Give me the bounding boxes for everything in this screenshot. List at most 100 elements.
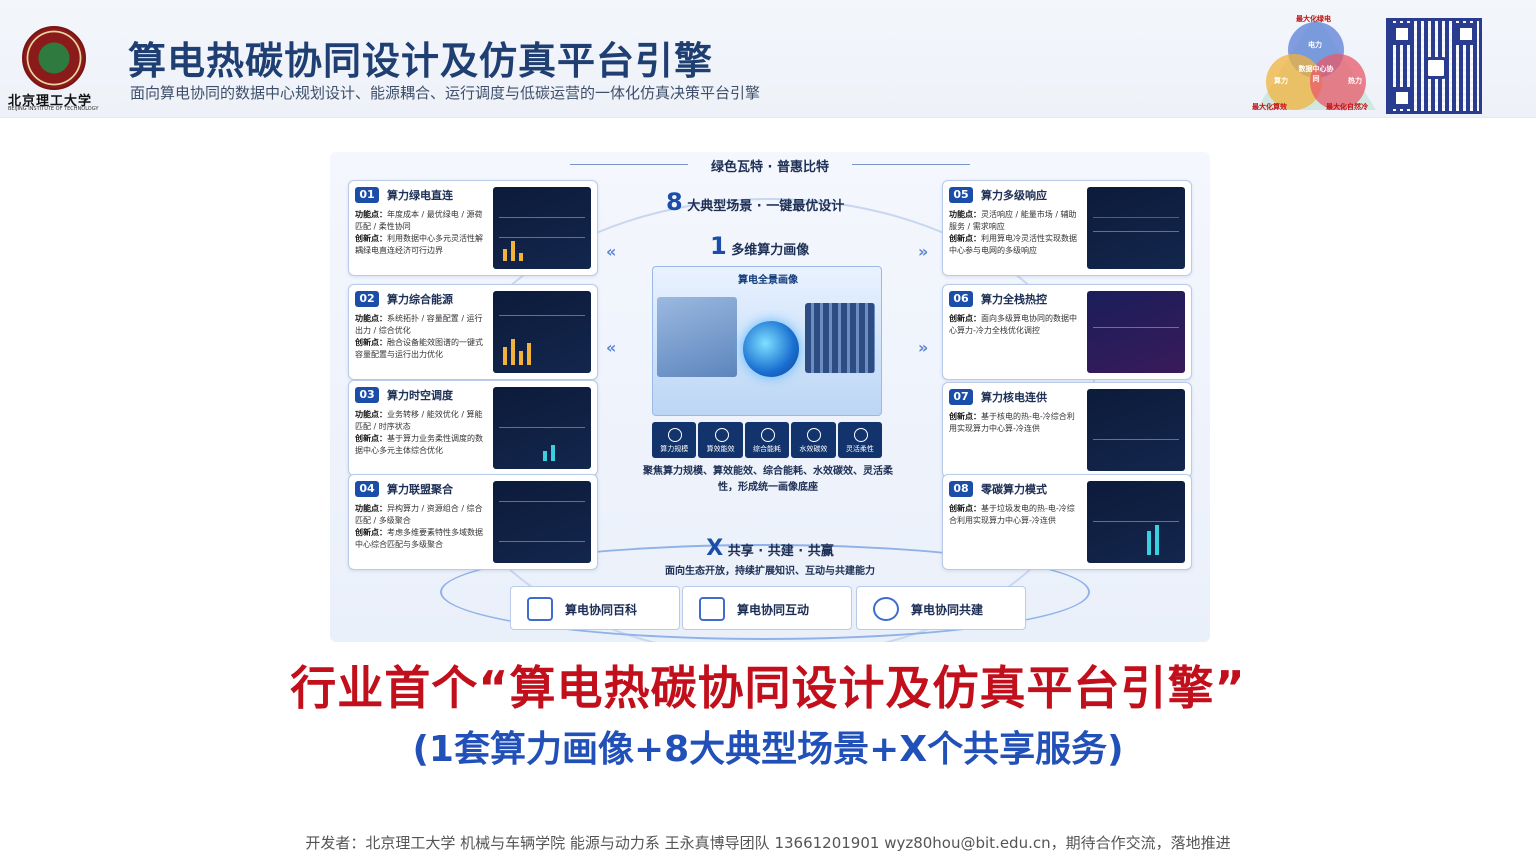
scenario-thumbnail (493, 187, 591, 269)
scenario-title: 算力时空调度 (387, 389, 453, 402)
scenario-card-08[interactable]: 08 零碳算力模式 创新点：基于垃圾发电的热-电-冷综合利用实现算力中心算-冷连… (942, 474, 1192, 570)
metric-efficiency[interactable]: 算效能效 (698, 422, 743, 458)
scenario-thumbnail (493, 387, 591, 469)
scenario-title: 算力联盟聚合 (387, 483, 453, 496)
scenario-card-04[interactable]: 04 算力联盟聚合 功能点：异构算力 / 资源组合 / 综合匹配 / 多级聚合创… (348, 474, 598, 570)
service-encyclopedia[interactable]: 算电协同百科 (510, 586, 680, 630)
scenario-card-03[interactable]: 03 算力时空调度 功能点：业务转移 / 能效优化 / 算能匹配 / 时序状态创… (348, 380, 598, 476)
venn-label-right: 最大化自然冷 (1326, 103, 1368, 111)
scenario-title: 算力全栈热控 (981, 293, 1047, 306)
scenario-card-05[interactable]: 05 算力多级响应 功能点：灵活响应 / 能量市场 / 辅助服务 / 需求响应创… (942, 180, 1192, 276)
scene-heading: 8 大典型场景 · 一键最优设计 (666, 188, 844, 216)
scenario-desc: 功能点：灵活响应 / 能量市场 / 辅助服务 / 需求响应创新点：利用算电冷灵活… (949, 210, 1077, 255)
venn-label-left: 最大化算效 (1252, 103, 1287, 111)
venn-label-top: 最大化绿电 (1296, 15, 1331, 23)
footer-contact: 开发者：北京理工大学 机械与车辆学院 能源与动力系 王永真博导团队 136612… (305, 834, 1231, 852)
scenario-number: 05 (949, 187, 973, 203)
wechat-icon (1425, 57, 1447, 79)
divider-line (852, 164, 970, 165)
venn-circle-heat (1310, 54, 1366, 110)
scenario-title: 算力多级响应 (981, 189, 1047, 202)
venn-center-label: 数据中心协同 (1298, 65, 1334, 83)
scenario-number: 02 (355, 291, 379, 307)
service-label: 算电协同共建 (911, 603, 984, 617)
university-name: 北京理工大学 (8, 94, 93, 109)
scenario-title: 算力绿电直连 (387, 189, 453, 202)
compute-power-panorama[interactable]: 算电全景画像 (652, 266, 882, 416)
scenario-thumbnail (493, 481, 591, 563)
qr-corner (1455, 23, 1477, 45)
scenario-number: 04 (355, 481, 379, 497)
scene-label: 大典型场景 · 一键最优设计 (687, 199, 845, 214)
scenario-number: 06 (949, 291, 973, 307)
scenario-desc: 功能点：系统拓扑 / 容量配置 / 运行出力 / 综合优化创新点：融合设备能效图… (355, 314, 483, 359)
server-rack-illustration (805, 303, 875, 373)
metric-energy[interactable]: 综合能耗 (744, 422, 790, 458)
shared-label: 共享 · 共建 · 共赢 (727, 544, 834, 559)
scenario-number: 07 (949, 389, 973, 405)
university-logo (22, 26, 86, 90)
scenario-desc: 创新点：基于垃圾发电的热-电-冷综合利用实现算力中心算-冷连供 (949, 504, 1075, 525)
scenario-card-07[interactable]: 07 算力核电连供 创新点：基于核电的热-电-冷综合利用实现算力中心算-冷连供 (942, 382, 1192, 478)
users-icon (873, 597, 899, 621)
bottom-ellipse (440, 544, 1090, 640)
scenario-number: 01 (355, 187, 379, 203)
chevron-left-icon: « (606, 338, 617, 357)
scenario-thumbnail (1087, 481, 1185, 563)
sub-headline: (1套算力画像+8大典型场景+X个共享服务) (412, 729, 1124, 770)
diagram-slogan: 绿色瓦特 · 普惠比特 (711, 160, 829, 175)
scenario-thumbnail (1087, 389, 1185, 471)
venn-label-compute: 算力 (1274, 77, 1288, 85)
scenario-title: 算力综合能源 (387, 293, 453, 306)
venn-label-heat: 热力 (1348, 77, 1362, 85)
service-co-build[interactable]: 算电协同共建 (856, 586, 1026, 630)
service-label: 算电协同互动 (737, 603, 810, 617)
shared-heading: X 共享 · 共建 · 共赢 (330, 536, 1210, 561)
portrait-heading: 1 多维算力画像 (710, 232, 809, 260)
service-label: 算电协同百科 (565, 603, 638, 617)
page-subtitle: 面向算电协同的数据中心规划设计、能源耦合、运行调度与低碳运营的一体化仿真决策平台… (130, 84, 761, 102)
scenario-desc: 功能点：业务转移 / 能效优化 / 算能匹配 / 时序状态创新点：基于算力业务柔… (355, 410, 483, 455)
qr-corner (1391, 87, 1413, 109)
chat-icon (699, 597, 725, 621)
qr-corner (1391, 23, 1413, 45)
portrait-count: 1 (710, 232, 727, 260)
city-map-illustration (657, 297, 737, 377)
portrait-label: 多维算力画像 (731, 243, 810, 258)
scenario-title: 算力核电连供 (981, 391, 1047, 404)
wechat-qr-code (1386, 18, 1482, 114)
synergy-venn-diagram: 最大化绿电 最大化算效 最大化自然冷 电力 算力 热力 数据中心协同 (1252, 14, 1380, 114)
scenario-thumbnail (1087, 291, 1185, 373)
scenario-desc: 功能点：年度成本 / 最优绿电 / 源荷匹配 / 柔性协同创新点：利用数据中心多… (355, 210, 483, 255)
scenario-card-02[interactable]: 02 算力综合能源 功能点：系统拓扑 / 容量配置 / 运行出力 / 综合优化创… (348, 284, 598, 380)
metric-water-carbon[interactable]: 水效碳效 (791, 422, 836, 458)
scenario-thumbnail (493, 291, 591, 373)
scene-count: 8 (666, 188, 683, 216)
chevron-right-icon: » (918, 242, 929, 261)
venn-label-power: 电力 (1308, 41, 1322, 49)
page-title: 算电热碳协同设计及仿真平台引擎 (128, 39, 714, 83)
header: 北京理工大学 BEIJING INSTITUTE OF TECHNOLOGY 算… (0, 0, 1536, 118)
scenario-number: 03 (355, 387, 379, 403)
divider-line (570, 164, 688, 165)
scenario-card-01[interactable]: 01 算力绿电直连 功能点：年度成本 / 最优绿电 / 源荷匹配 / 柔性协同创… (348, 180, 598, 276)
metric-flexibility[interactable]: 灵活柔性 (837, 422, 883, 458)
scenario-number: 08 (949, 481, 973, 497)
metric-compute-scale[interactable]: 算力规模 (652, 422, 697, 458)
headline: 行业首个“算电热碳协同设计及仿真平台引擎” (290, 661, 1246, 715)
focus-description: 聚焦算力规模、算效能效、综合能耗、水效碳效、灵活柔性，形成统一画像底座 (643, 466, 893, 493)
scenario-desc: 功能点：异构算力 / 资源组合 / 综合匹配 / 多级聚合创新点：考虑多维要素特… (355, 504, 483, 549)
scenario-desc: 创新点：基于核电的热-电-冷综合利用实现算力中心算-冷连供 (949, 412, 1075, 433)
panel-title: 算电全景画像 (738, 275, 798, 286)
service-interaction[interactable]: 算电协同互动 (682, 586, 852, 630)
scenario-thumbnail (1087, 187, 1185, 269)
scenario-title: 零碳算力模式 (981, 483, 1047, 496)
chevron-right-icon: » (918, 338, 929, 357)
globe-icon (743, 321, 799, 377)
university-name-en: BEIJING INSTITUTE OF TECHNOLOGY (8, 106, 99, 112)
scenario-desc: 创新点：面向多级算电协同的数据中心算力-冷力全栈优化调控 (949, 314, 1077, 335)
book-icon (527, 597, 553, 621)
shared-description: 面向生态开放，持续扩展知识、互动与共建能力 (665, 566, 875, 577)
scenario-card-06[interactable]: 06 算力全栈热控 创新点：面向多级算电协同的数据中心算力-冷力全栈优化调控 (942, 284, 1192, 380)
